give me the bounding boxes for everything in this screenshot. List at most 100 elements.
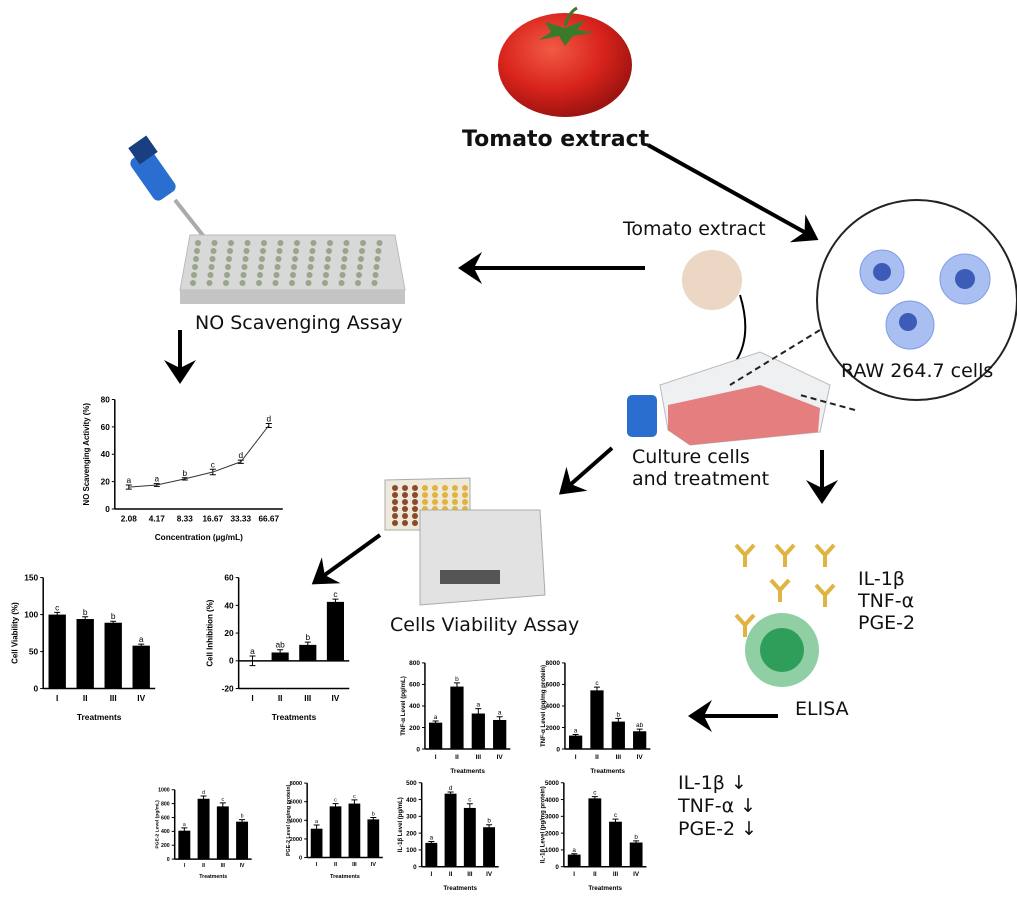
error-bar — [633, 840, 640, 845]
x-axis-title: Treatments — [588, 885, 622, 892]
x-tick-label: III — [613, 871, 619, 878]
bar — [567, 854, 581, 867]
error-bar — [200, 795, 207, 803]
y-tick-label: 400 — [406, 797, 417, 804]
significance-letter: b — [305, 632, 310, 642]
elisa-label: ELISA — [795, 698, 849, 720]
x-tick-label: IV — [137, 693, 145, 703]
y-tick-label: 600 — [409, 682, 420, 689]
significance-letter: d — [267, 414, 272, 423]
error-bar — [428, 841, 435, 845]
error-bar — [432, 720, 439, 725]
error-bar — [475, 708, 482, 719]
y-tick-label: 60 — [101, 423, 111, 432]
significance-letter: c — [593, 790, 596, 797]
bar — [271, 652, 289, 661]
significance-letter: b — [634, 834, 638, 841]
bar — [444, 793, 457, 867]
antibody-icon — [734, 543, 836, 637]
bar — [48, 614, 66, 689]
x-tick-label: 16.67 — [202, 514, 223, 523]
y-tick-label: 0 — [416, 746, 420, 753]
x-tick-label: IV — [637, 754, 644, 761]
significance-letter: b — [183, 469, 188, 478]
pipette-icon — [128, 135, 207, 240]
significance-letter: d — [449, 785, 453, 792]
y-axis-title: TNF-α Level (pg/mg protein) — [540, 665, 547, 747]
error-bar — [239, 819, 246, 825]
y-tick-label: 0 — [556, 746, 560, 753]
data-line — [128, 425, 270, 488]
bar — [611, 721, 625, 750]
bar — [493, 719, 507, 750]
x-tick-label: 4.17 — [149, 514, 165, 523]
significance-letter: c — [614, 812, 617, 819]
error-bar — [332, 803, 339, 810]
x-tick-label: I — [56, 693, 58, 703]
x-tick-label: IV — [240, 863, 245, 869]
y-tick-label: 8000 — [546, 660, 561, 667]
error-bar — [636, 728, 643, 734]
bar — [568, 735, 583, 750]
bar — [471, 713, 485, 750]
significance-letter: c — [211, 460, 215, 469]
y-tick-label: 4000 — [545, 797, 560, 804]
significance-letter: a — [250, 646, 255, 656]
significance-letter: b — [241, 814, 244, 820]
x-tick-label: III — [616, 754, 622, 761]
bar — [367, 819, 380, 858]
x-tick-label: IV — [331, 693, 339, 703]
significance-letter: c — [353, 794, 356, 800]
y-tick-label: -20 — [222, 683, 234, 693]
y-axis-title: TNF-α Level (pg/mL) — [400, 676, 407, 736]
significance-letter: d — [239, 451, 244, 460]
y-tick-label: 60 — [224, 573, 234, 583]
error-bar — [591, 796, 598, 801]
error-bar — [615, 717, 622, 726]
antibody-icon — [774, 543, 796, 567]
chart-svg: 0204060802.08a4.17a8.33b16.67c33.33d66.6… — [82, 395, 283, 542]
bar — [428, 722, 443, 750]
significance-letter: a — [572, 847, 576, 854]
y-tick-label: 4000 — [290, 818, 302, 824]
significance-letter: ab — [636, 722, 644, 729]
significance-letter: a — [574, 728, 578, 735]
significance-letter: c — [334, 798, 337, 804]
significance-letter: b — [487, 818, 491, 825]
x-tick-label: I — [184, 863, 186, 869]
x-axis-title: Treatments — [77, 712, 122, 722]
y-tick-label: 0 — [555, 864, 559, 871]
x-tick-label: 2.08 — [121, 514, 137, 523]
y-tick-label: 20 — [101, 478, 111, 487]
x-axis-title: Concentration (µg/mL) — [155, 533, 243, 542]
y-axis-title: Cell Inhibition (%) — [206, 599, 215, 666]
error-bar — [370, 817, 377, 822]
antibody-icon — [734, 543, 756, 567]
y-axis-title: PGE-2 Level (pg/mg protein) — [286, 784, 292, 856]
antibody-icon — [814, 583, 836, 607]
significance-letter: c — [55, 602, 59, 612]
tomato-icon — [498, 6, 632, 117]
y-tick-label: 40 — [224, 600, 234, 610]
error-bar — [277, 649, 284, 656]
y-tick-label: 40 — [101, 450, 111, 459]
y-tick-label: 5000 — [545, 780, 560, 787]
chart-svg: 010002000300040005000IaIIcIIIcIVbTreatme… — [540, 780, 647, 892]
x-axis-title: Treatments — [443, 885, 477, 892]
y-tick-label: 800 — [409, 660, 420, 667]
x-tick-label: 33.33 — [230, 514, 251, 523]
x-tick-label: II — [278, 693, 283, 703]
bar — [588, 798, 602, 867]
y-tick-label: 100 — [24, 610, 38, 620]
significance-letter: b — [372, 812, 375, 818]
error-bar — [249, 655, 256, 667]
y-tick-label: 1000 — [545, 847, 560, 854]
culture-flask-icon — [627, 351, 831, 446]
bar — [236, 821, 249, 860]
